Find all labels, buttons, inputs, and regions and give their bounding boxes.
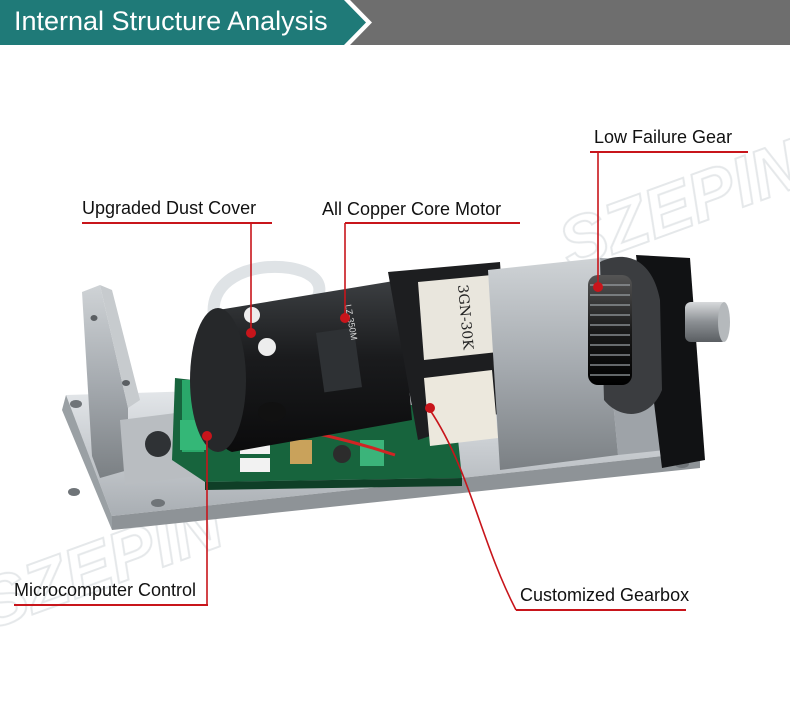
motor-body: LZ-350M [190, 280, 412, 452]
callout-copper-core-motor: All Copper Core Motor [322, 199, 502, 219]
model-plate-text: 3GN-30K [454, 284, 476, 351]
output-shaft [685, 302, 730, 342]
page-title: Internal Structure Analysis [14, 6, 328, 36]
gearbox-block: 3GN-30K [388, 262, 510, 446]
callout-low-failure-gear: Low Failure Gear [594, 127, 733, 147]
title-tab [0, 0, 372, 45]
callout-underline [82, 222, 272, 224]
callout-upgraded-dust-cover: Upgraded Dust Cover [82, 198, 257, 218]
callout-microcomputer-control: Microcomputer Control [14, 580, 197, 600]
callout-underline [14, 604, 208, 606]
callout-underline [345, 222, 520, 224]
gear [588, 275, 632, 385]
callout-dots [202, 282, 603, 441]
callout-underline [590, 151, 748, 153]
callout-customized-gearbox: Customized Gearbox [520, 585, 690, 605]
callout-underline [516, 609, 686, 611]
